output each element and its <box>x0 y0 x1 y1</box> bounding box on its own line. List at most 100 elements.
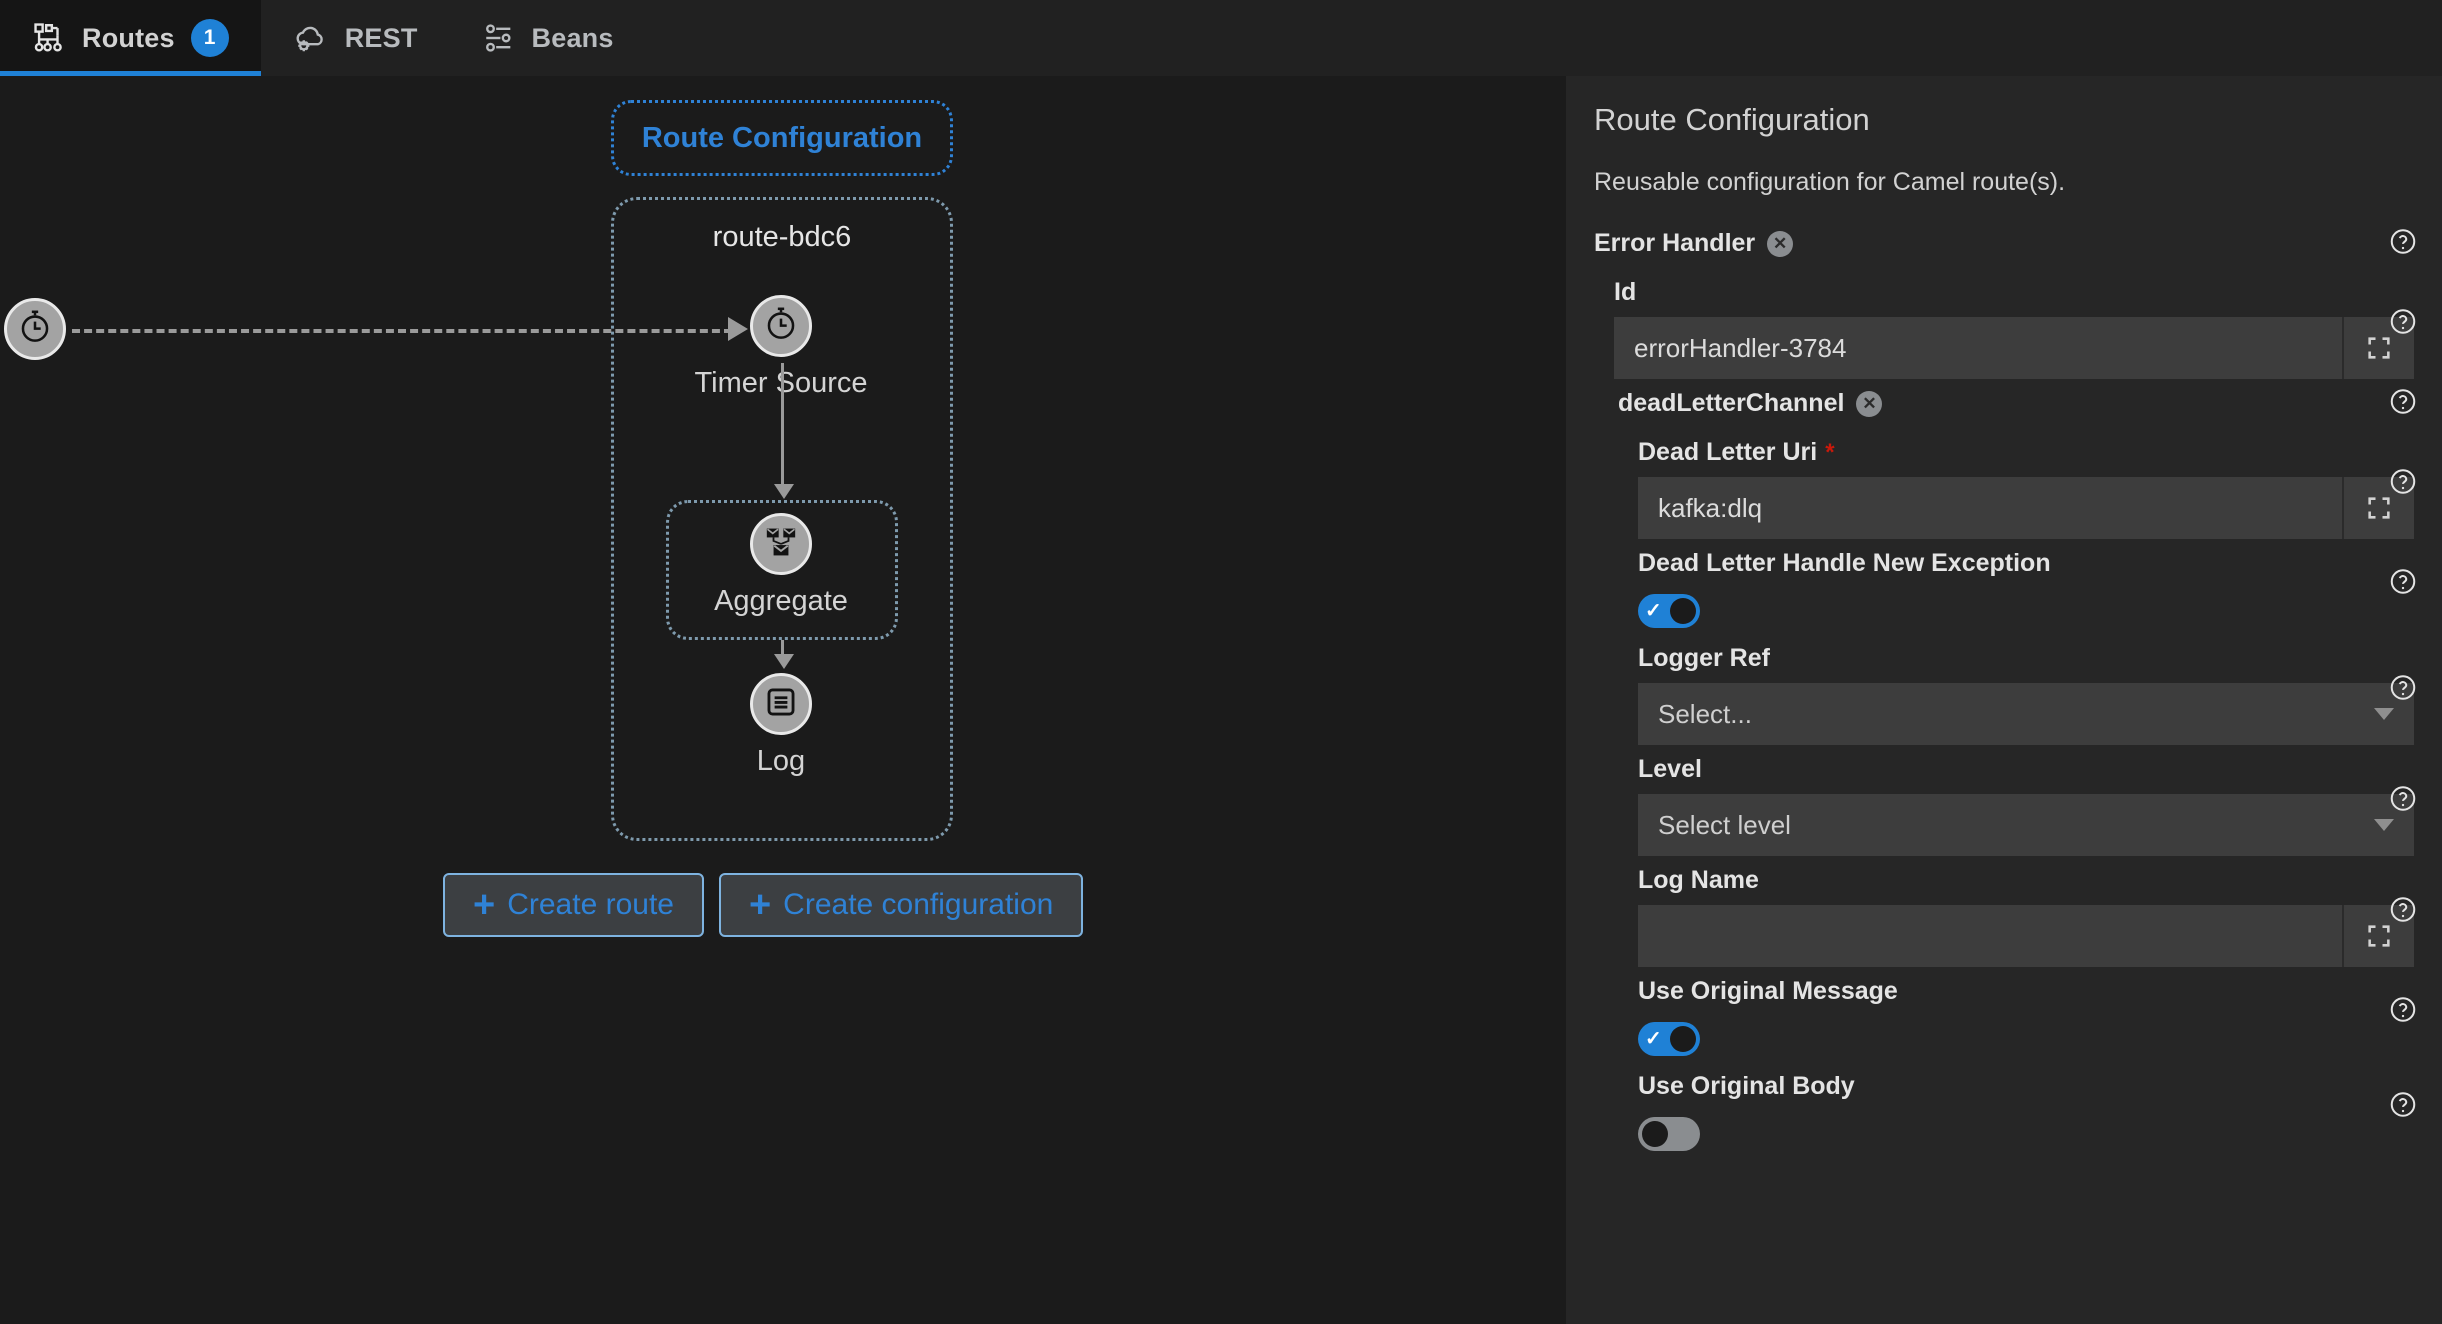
help-circle-icon[interactable] <box>2388 672 2418 707</box>
field-id-label: Id <box>1614 278 1637 306</box>
dead-letter-channel-label: deadLetterChannel <box>1618 389 1845 417</box>
canvas-action-buttons: + Create route + Create configuration <box>443 873 1084 937</box>
field-level-label: Level <box>1638 755 1702 783</box>
field-log-name: Log Name <box>1566 856 2442 967</box>
tab-rest[interactable]: REST <box>261 0 450 76</box>
help-circle-icon[interactable] <box>2388 466 2418 501</box>
tab-routes[interactable]: Routes 1 <box>0 0 261 76</box>
route-group-container[interactable]: route-bdc6 <box>611 197 953 841</box>
help-circle-icon[interactable] <box>2388 566 2418 601</box>
create-route-button[interactable]: + Create route <box>443 873 704 937</box>
routes-icon <box>32 21 66 55</box>
plus-icon: + <box>473 884 496 926</box>
close-circle-icon[interactable]: ✕ <box>1856 390 1883 417</box>
node-aggregate-circle[interactable] <box>750 513 812 575</box>
field-dead-letter-uri: Dead Letter Uri * <box>1566 428 2442 539</box>
sliders-icon <box>482 21 516 55</box>
panel-description: Reusable configuration for Camel route(s… <box>1594 168 2066 196</box>
create-configuration-label: Create configuration <box>783 888 1054 921</box>
route-canvas[interactable]: Route Configuration route-bdc6 Timer Sou… <box>0 76 1566 1324</box>
dead-letter-channel-heading: deadLetterChannel ✕ <box>1566 379 2442 428</box>
field-dead-letter-uri-input-wrap <box>1638 477 2414 539</box>
help-circle-icon[interactable] <box>2388 894 2418 929</box>
log-icon <box>764 685 798 724</box>
dead-letter-uri-input[interactable] <box>1638 477 2342 539</box>
use-original-message-toggle[interactable]: ✓ <box>1638 1022 1700 1056</box>
field-logger-ref: Logger Ref Select... <box>1566 634 2442 745</box>
node-log-circle[interactable] <box>750 673 812 735</box>
error-handler-heading: Error Handler ✕ <box>1566 219 2442 268</box>
close-circle-icon[interactable]: ✕ <box>1767 230 1794 257</box>
source-connector-arrow <box>728 317 748 341</box>
toggle-knob <box>1670 1026 1696 1052</box>
expand-icon[interactable] <box>2342 905 2414 967</box>
field-logger-ref-label: Logger Ref <box>1638 644 1770 672</box>
check-icon: ✓ <box>1645 600 1662 622</box>
error-handler-label: Error Handler <box>1594 229 1756 257</box>
chevron-down-icon <box>2374 819 2394 831</box>
level-select[interactable]: Select level <box>1638 794 2414 856</box>
tab-beans[interactable]: Beans <box>450 0 646 76</box>
routes-count-badge: 1 <box>190 19 229 57</box>
error-handler-section-header: Error Handler ✕ <box>1566 219 2442 268</box>
help-circle-icon[interactable] <box>2388 1089 2418 1124</box>
toggle-knob <box>1670 598 1696 624</box>
create-route-label: Create route <box>507 888 674 921</box>
field-use-original-message: Use Original Message ✓ <box>1566 967 2442 1056</box>
chevron-down-icon <box>2374 708 2394 720</box>
route-name-label: route-bdc6 <box>712 221 852 253</box>
connector-timer-aggregate-arrow <box>774 484 794 499</box>
node-timer-source[interactable]: Timer Source <box>691 295 871 400</box>
level-selected-value: Select level <box>1658 809 1791 840</box>
logger-ref-selected-value: Select... <box>1658 698 1752 729</box>
timer-icon <box>762 305 800 348</box>
toggle-knob <box>1642 1121 1668 1147</box>
node-timer-source-circle[interactable] <box>750 295 812 357</box>
field-id-input-wrap <box>1614 317 2414 379</box>
field-log-name-input-wrap <box>1638 905 2414 967</box>
canvas-source-node[interactable] <box>4 298 66 360</box>
create-configuration-button[interactable]: + Create configuration <box>718 873 1084 937</box>
aggregate-group-container[interactable] <box>666 500 898 640</box>
logger-ref-select[interactable]: Select... <box>1638 683 2414 745</box>
node-log[interactable]: Log <box>691 673 871 778</box>
help-circle-icon[interactable] <box>2388 994 2418 1029</box>
connector-aggregate-log <box>781 640 784 662</box>
expand-icon[interactable] <box>2342 317 2414 379</box>
node-aggregate[interactable]: Aggregate <box>691 513 871 618</box>
help-circle-icon[interactable] <box>2388 386 2418 421</box>
source-connector-line <box>72 329 732 333</box>
required-asterisk: * <box>1825 438 1835 466</box>
node-log-label: Log <box>756 745 806 777</box>
help-circle-icon[interactable] <box>2388 783 2418 818</box>
field-level: Level Select level <box>1566 745 2442 856</box>
field-id: Id <box>1566 268 2442 379</box>
help-circle-icon[interactable] <box>2388 226 2418 261</box>
aggregate-icon <box>763 524 799 565</box>
field-dead-letter-uri-label-wrap: Dead Letter Uri * <box>1638 428 2414 477</box>
properties-panel[interactable]: Route Configuration Reusable configurati… <box>1566 76 2442 1324</box>
field-use-original-message-label: Use Original Message <box>1638 977 1898 1005</box>
dead-letter-channel-section-header: deadLetterChannel ✕ <box>1566 379 2442 428</box>
connector-timer-aggregate <box>781 363 784 488</box>
field-use-original-body: Use Original Body <box>1566 1062 2442 1151</box>
expand-icon[interactable] <box>2342 477 2414 539</box>
dead-letter-handle-new-exception-toggle[interactable]: ✓ <box>1638 594 1700 628</box>
route-configuration-node[interactable]: Route Configuration <box>611 100 953 176</box>
plus-icon: + <box>748 884 772 926</box>
help-circle-icon[interactable] <box>2388 306 2418 341</box>
cloud-gear-icon <box>293 21 329 55</box>
tab-routes-label: Routes <box>82 22 175 53</box>
use-original-body-toggle[interactable] <box>1638 1117 1700 1151</box>
timer-icon <box>16 308 54 351</box>
connector-aggregate-log-arrow <box>774 654 794 669</box>
tab-rest-label: REST <box>344 22 418 53</box>
id-input[interactable] <box>1614 317 2342 379</box>
field-use-original-body-label: Use Original Body <box>1638 1072 1855 1100</box>
check-icon: ✓ <box>1645 1028 1662 1050</box>
field-dead-letter-uri-label: Dead Letter Uri <box>1638 438 1818 466</box>
node-aggregate-label: Aggregate <box>714 585 848 617</box>
log-name-input[interactable] <box>1638 905 2342 967</box>
field-log-name-label: Log Name <box>1638 866 1759 894</box>
